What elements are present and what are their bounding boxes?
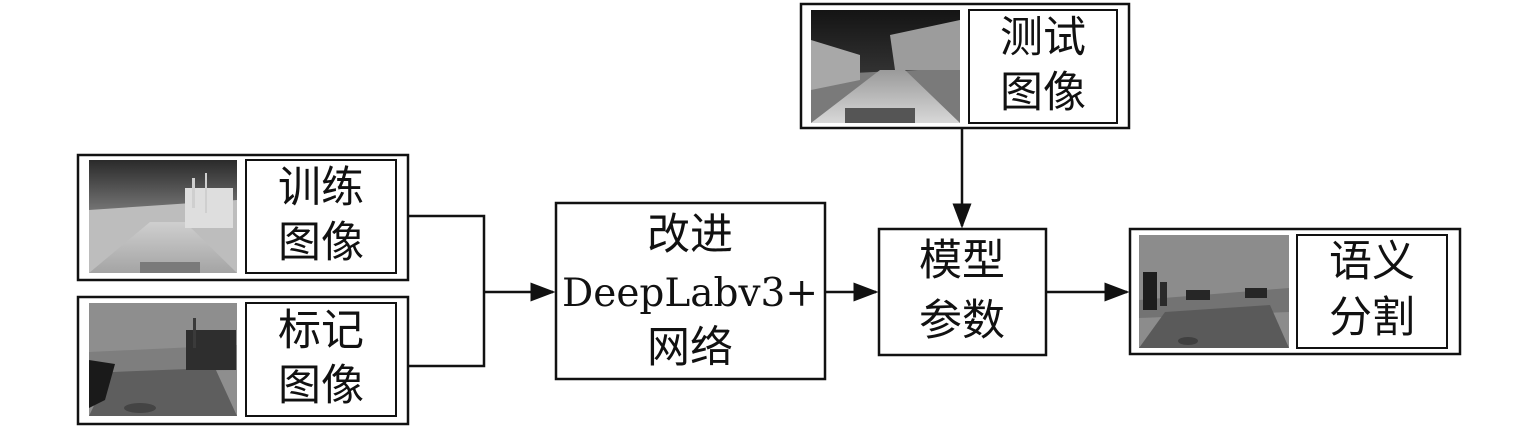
model-params-node: 模型 参数 [877, 227, 1048, 357]
thermal-training-thumbnail [89, 160, 237, 273]
annotated-label-thumbnail [89, 303, 237, 416]
night-test-thumbnail [811, 10, 960, 123]
label-image-label-line1: 标记 [278, 306, 364, 356]
segmentation-label-line1: 语义 [1329, 237, 1415, 287]
connector-label-to-network [408, 292, 486, 368]
network-label-line1: 改进 [647, 210, 733, 260]
test-image-node: 测试 图像 [799, 2, 1131, 130]
train-image-label-line1: 训练 [278, 163, 364, 213]
network-label-line2: DeepLabv3+ [562, 271, 818, 316]
label-image-label-line2: 图像 [278, 361, 364, 411]
model-params-label-line1: 模型 [919, 236, 1005, 286]
model-params-label-line2: 参数 [919, 296, 1005, 346]
test-image-label-line2: 图像 [1000, 68, 1086, 118]
connector-train-to-network [408, 214, 486, 292]
segmentation-label-line2: 分割 [1329, 293, 1415, 343]
network-node: 改进 DeepLabv3+ 网络 [554, 201, 827, 381]
segmentation-node: 语义 分割 [1128, 227, 1462, 356]
network-label-line3: 网络 [647, 323, 733, 373]
test-image-label-line1: 测试 [1000, 13, 1086, 63]
label-image-node: 标记 图像 [76, 295, 410, 426]
segmentation-result-thumbnail [1139, 235, 1289, 348]
train-image-label-line2: 图像 [278, 218, 364, 268]
train-image-node: 训练 图像 [76, 153, 410, 282]
